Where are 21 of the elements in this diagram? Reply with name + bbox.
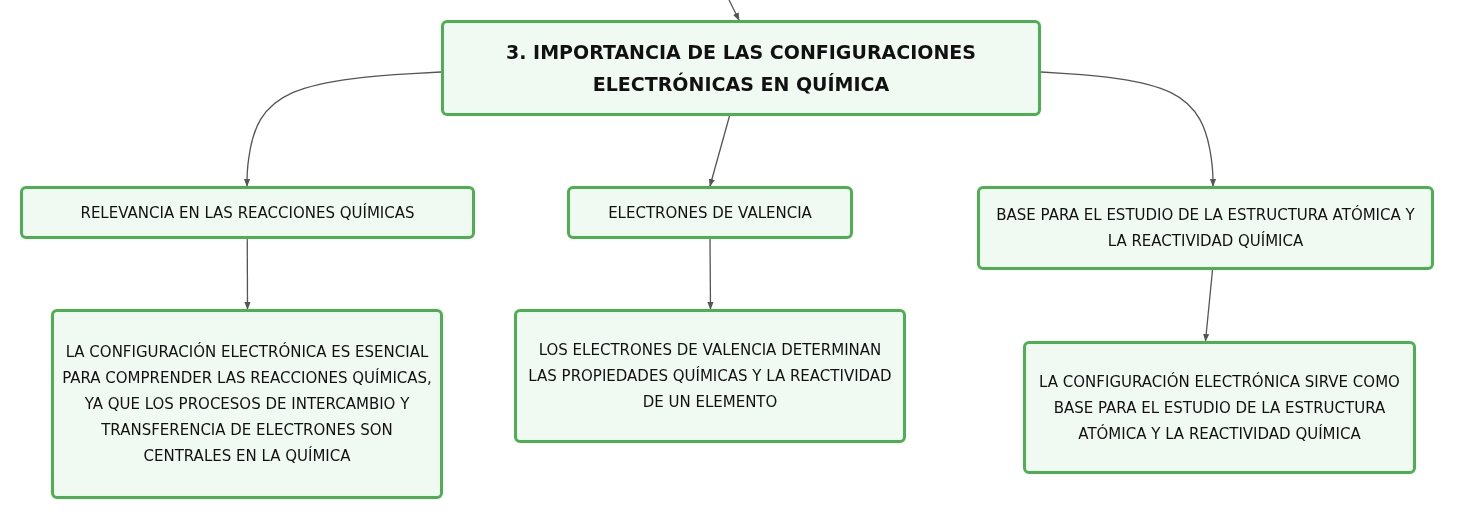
node-text: LOS ELECTRONES DE VALENCIA DETERMINAN LAS PROPIEDADES QUÍMICAS Y LA REACTIVIDAD DE UN ELEMENTO bbox=[527, 340, 893, 413]
topic-title: 3. IMPORTANCIA DE LAS CONFIGURACIONES ELECTRÓNICAS EN QUÍMICA bbox=[505, 40, 977, 97]
node-text: LA CONFIGURACIÓN ELECTRÓNICA ES ESENCIAL PARA COMPRENDER LAS REACCIONES QUÍMICAS, YA QUE LOS PROCESOS DE INTERCAMBIO Y TRANSFERENCIA DE ELECTRONES SON CENTRALES EN LA QUÍMICA bbox=[62, 341, 432, 467]
subtopic-box bbox=[514, 309, 906, 443]
subtopic-box bbox=[977, 186, 1434, 270]
subtopic-box bbox=[20, 186, 475, 239]
subtopic-box bbox=[51, 309, 443, 499]
subtopic-box bbox=[567, 186, 853, 239]
connector-arrow bbox=[707, 238, 714, 310]
connector-arrow bbox=[708, 115, 731, 187]
connector-arrow bbox=[1040, 71, 1217, 187]
subtopic-box bbox=[1023, 341, 1416, 474]
node-text: RELEVANCIA EN LAS REACCIONES QUÍMICAS bbox=[80, 202, 415, 224]
node-text: BASE PARA EL ESTUDIO DE LA ESTRUCTURA ATÓMICA Y LA REACTIVIDAD QUÍMICA bbox=[995, 204, 1416, 252]
connector-arrow bbox=[728, 0, 740, 21]
node-text: ELECTRONES DE VALENCIA bbox=[608, 202, 812, 224]
connector-arrow bbox=[244, 238, 251, 310]
node-text: LA CONFIGURACIÓN ELECTRÓNICA SIRVE COMO BASE PARA EL ESTUDIO DE LA ESTRUCTURA ATÓMICA Y LA REACTIVIDAD QUÍMICA bbox=[1038, 371, 1401, 445]
connector-arrow bbox=[243, 71, 442, 187]
topic-box bbox=[441, 20, 1041, 116]
connector-arrow bbox=[1203, 269, 1214, 342]
